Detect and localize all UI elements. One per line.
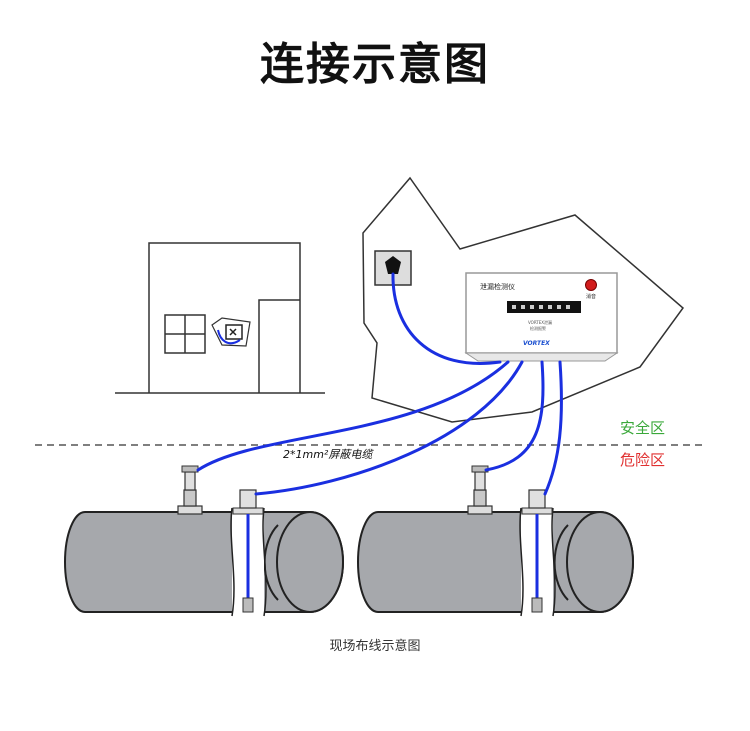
- tank-left-leak-probe: [232, 489, 264, 613]
- tank-left: [64, 507, 344, 617]
- safe-zone-label: 安全区: [620, 419, 665, 437]
- leak-detector-controller: 泄漏检测仪 消音 VORTEX泄漏 检测报警 VORTEX: [464, 272, 619, 362]
- footer-caption: 现场布线示意图: [329, 638, 420, 654]
- tank-left-level-sensor: [177, 465, 203, 515]
- panel-text-2: 检测报警: [530, 325, 546, 331]
- power-socket-icon: [374, 250, 412, 286]
- building-junction-box-icon: [211, 317, 251, 347]
- cable-tank-right-probe: [543, 360, 563, 496]
- brand-logo: VORTEX: [523, 340, 550, 347]
- cable-spec-label: 2*1mm²屏蔽电缆: [283, 448, 374, 461]
- cable-tank-right-sensor: [484, 360, 545, 472]
- cable-tank-left-sensor: [196, 360, 510, 472]
- building-window: [164, 314, 206, 354]
- mute-button[interactable]: [585, 279, 597, 291]
- shielded-cables: [196, 272, 563, 496]
- panel-text-1: VORTEX泄漏: [528, 319, 552, 325]
- page-title: 连接示意图: [260, 39, 490, 90]
- tank-right-leak-probe: [521, 489, 553, 613]
- led-display: [507, 301, 581, 313]
- cable-power: [391, 272, 502, 365]
- building: [115, 242, 325, 394]
- tank-right: [357, 507, 634, 617]
- tank-right-level-sensor: [467, 465, 493, 515]
- danger-zone-label: 危险区: [620, 451, 665, 469]
- controller-name: 泄漏检测仪: [480, 282, 515, 291]
- cable-tank-left-probe: [254, 360, 524, 496]
- mute-button-label: 消音: [586, 293, 596, 300]
